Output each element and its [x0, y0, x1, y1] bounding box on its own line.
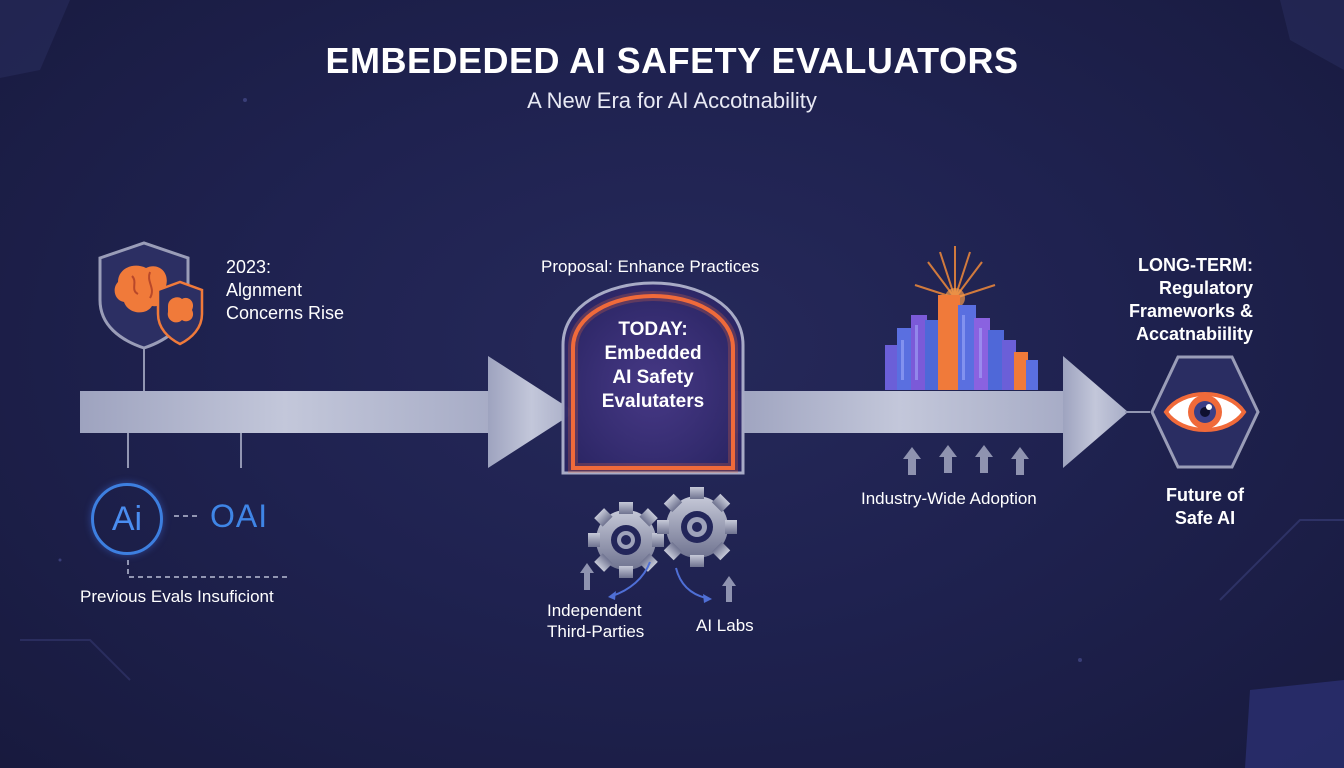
oai-logo: OAI	[210, 498, 269, 534]
timeline-arrow-right	[735, 356, 1128, 468]
independent-third-parties-label: Independent Third-Parties	[547, 600, 644, 642]
start-text-line2: Concerns Rise	[226, 303, 345, 323]
page-title: EMBEDEDED AI SAFETY EVALUATORS	[325, 40, 1019, 81]
start-year: 2023:	[226, 257, 272, 277]
ai-logo: Ai	[91, 483, 163, 555]
ai-labs-label: AI Labs	[696, 616, 754, 635]
long-term-line1: LONG-TERM:	[1138, 255, 1253, 275]
today-line4: Evalutaters	[601, 391, 705, 412]
future-line1: Future of	[1166, 485, 1244, 505]
third-parties-line1: Independent	[547, 601, 642, 620]
industry-adoption-label: Industry-Wide Adoption	[861, 489, 1037, 508]
city-skyline-icon	[885, 246, 1038, 475]
gears-icon	[580, 487, 737, 603]
future-label: Future of Safe AI	[1150, 484, 1260, 530]
gate-arch-icon	[561, 281, 745, 475]
start-milestone-label: 2023: Algnment Concerns Rise	[226, 256, 344, 325]
long-term-label: LONG-TERM: Regulatory Frameworks & Accat…	[1123, 254, 1253, 346]
brain-shield-icon	[98, 241, 204, 350]
previous-evals-caption: Previous Evals Insuficiont	[80, 587, 274, 606]
eye-hexagon-icon	[1150, 355, 1260, 469]
proposal-label: Proposal: Enhance Practices	[541, 257, 760, 276]
today-line2: Embedded	[604, 343, 702, 364]
start-text-line1: Algnment	[226, 280, 303, 300]
long-term-line3: Frameworks &	[1128, 301, 1253, 321]
third-parties-line2: Third-Parties	[547, 622, 645, 641]
today-line1: TODAY:	[618, 319, 688, 340]
long-term-line4: Accatnabiility	[1135, 324, 1253, 344]
timeline-arrow-left	[80, 356, 575, 468]
long-term-line2: Regulatory	[1158, 278, 1253, 298]
today-line3: AI Safety	[612, 367, 694, 388]
today-label: TODAY: Embedded AI Safety Evalutaters	[575, 318, 731, 414]
page-subtitle: A New Era for AI Accotnability	[527, 88, 817, 113]
future-line2: Safe AI	[1174, 508, 1236, 528]
